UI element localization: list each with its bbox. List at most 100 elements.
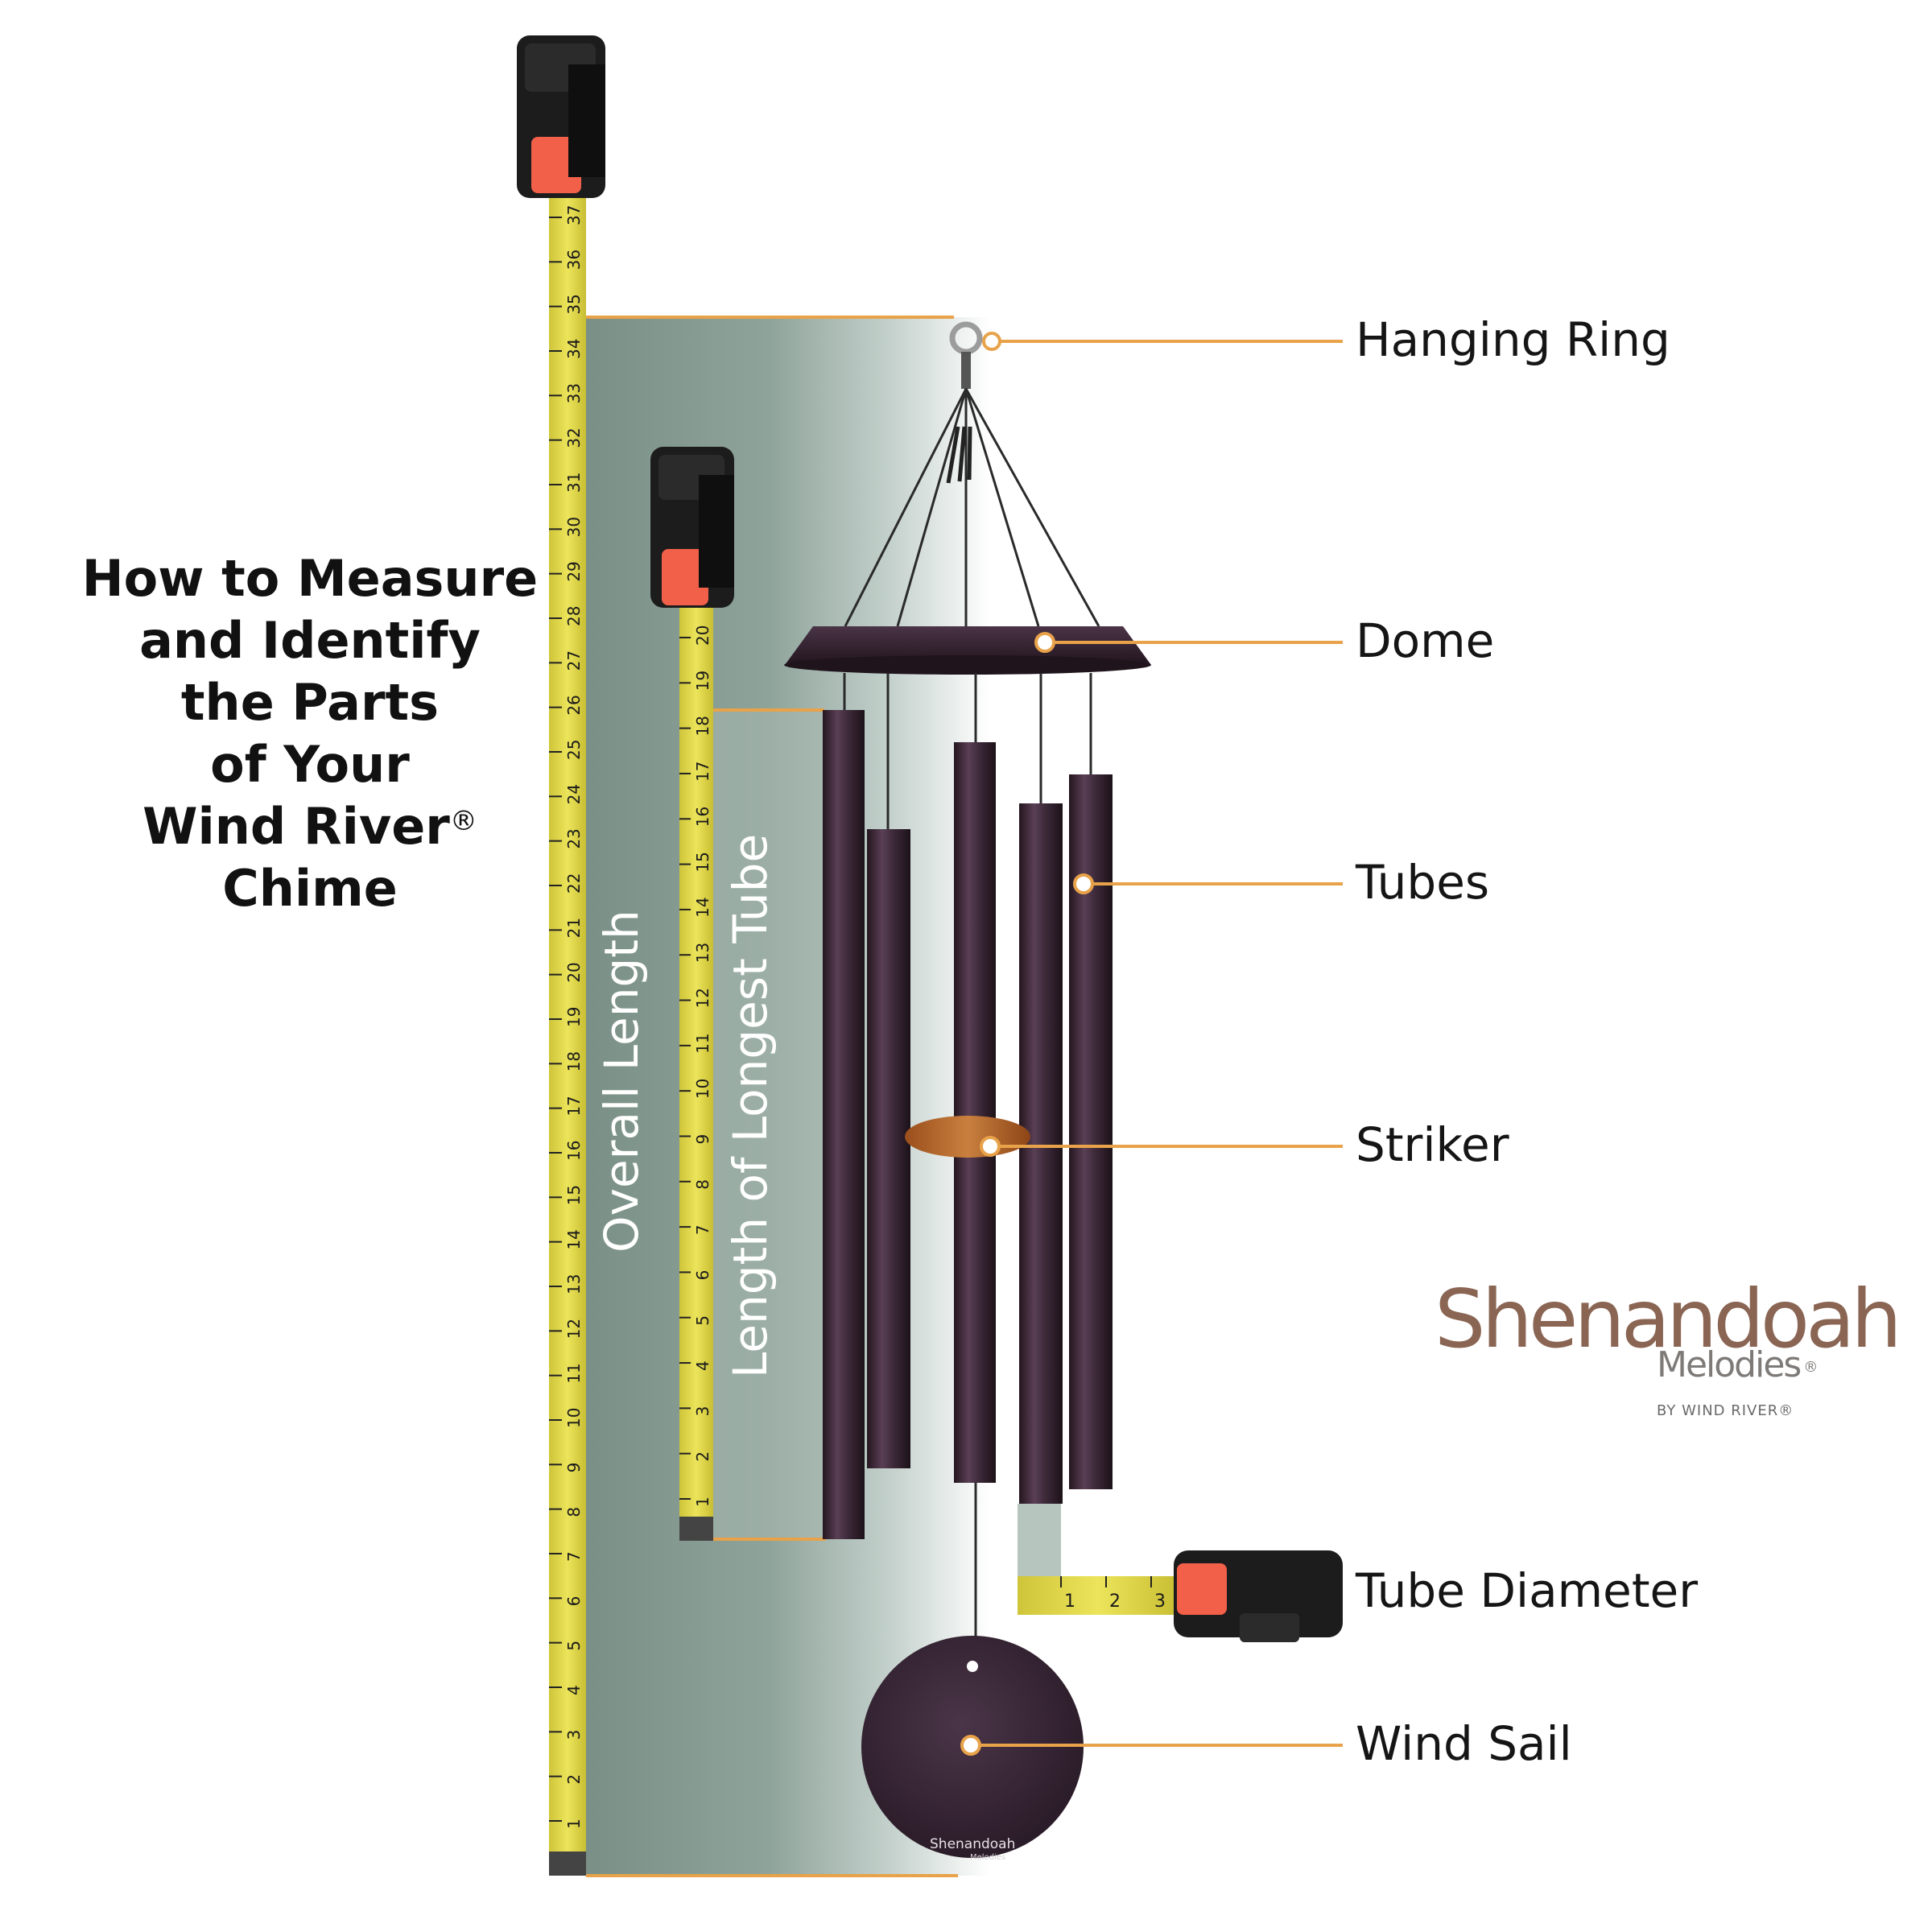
tape-tick-label: 21	[564, 918, 584, 938]
tape-tick-label: 1	[1064, 1591, 1075, 1612]
tape-tick-label: 22	[564, 873, 584, 894]
tall-tape-measure: 3736353433323130292827262524232221201918…	[517, 35, 605, 1876]
tape-tick-label: 7	[564, 1551, 584, 1562]
tube-diameter-label: Tube Diameter	[1356, 1563, 1699, 1618]
heading-line-5: Wind River®	[80, 795, 539, 857]
brand-reg-mark: ®	[1803, 1358, 1818, 1376]
heading-reg-mark: ®	[449, 805, 477, 837]
tape-tick-label: 2	[564, 1774, 584, 1785]
tape-tick-label: 10	[564, 1408, 584, 1428]
brand-by-line: BY WIND RIVER®	[1657, 1402, 1794, 1419]
tape-tick-label: 23	[564, 828, 584, 848]
tape-tick-label: 6	[564, 1596, 584, 1607]
tape-tick-label: 20	[693, 625, 712, 646]
tape-tick-label: 18	[693, 716, 712, 736]
tape-tick-label: 36	[564, 250, 584, 270]
tape-tick-label: 14	[564, 1229, 584, 1249]
overall-length-label: Overall Length	[594, 910, 649, 1253]
tape-tick-label: 9	[693, 1134, 712, 1145]
tape-tick-label: 15	[693, 852, 712, 872]
tape-tick-label: 3	[564, 1730, 584, 1740]
brand-logo-name: Shenandoah	[1435, 1272, 1902, 1366]
tube-diameter-band	[1018, 1504, 1061, 1579]
hanging-ring-label: Hanging Ring	[1356, 312, 1670, 367]
tape-tick-label: 31	[564, 473, 584, 493]
tape-tick-label: 8	[693, 1179, 712, 1190]
tape-tick-label: 1	[564, 1818, 584, 1829]
tape-tick-label: 25	[564, 740, 584, 760]
tape-tick-label: 29	[564, 561, 584, 581]
tape-tick-label: 8	[564, 1507, 584, 1517]
tape-tick-label: 13	[693, 943, 712, 963]
tape-tick-label: 14	[693, 897, 712, 917]
dome	[784, 626, 1151, 675]
tubes	[823, 710, 1113, 1539]
sail-logo-name: Shenandoah	[930, 1836, 1015, 1852]
hanging-assembly	[844, 321, 1100, 627]
heading-line-1: How to Measure	[81, 549, 539, 608]
short-tape-measure: 20 19 18 17 16 15 14 13 12 11 10 9 8 7 6 5 4 3 2 1	[650, 447, 734, 1541]
tape-tick-label: 27	[564, 650, 584, 671]
brand-sub-text: Melodies	[1657, 1344, 1802, 1385]
heading-line-5-text: Wind River	[142, 797, 450, 856]
tape-tick-label: 10	[693, 1079, 712, 1099]
tape-tick-label: 33	[564, 383, 584, 403]
tube-1	[823, 710, 865, 1539]
tape-tick-label: 4	[564, 1685, 584, 1695]
wind-sail-label: Wind Sail	[1356, 1716, 1572, 1771]
tube-4	[1019, 803, 1063, 1504]
tape-tick-label: 3	[693, 1406, 712, 1417]
tape-tick-label: 9	[564, 1463, 584, 1473]
tape-tick-label: 13	[564, 1274, 584, 1294]
tube-5	[1069, 774, 1113, 1489]
tape-tick-label: 1	[693, 1496, 712, 1507]
tape-tick-label: 5	[693, 1315, 712, 1326]
tube-3	[954, 742, 996, 1483]
tape-tick-label: 11	[693, 1033, 712, 1053]
tape-tick-label: 19	[693, 671, 712, 691]
tape-tick-label: 2	[1109, 1591, 1121, 1612]
tubes-label: Tubes	[1356, 855, 1490, 910]
tube-2	[867, 829, 910, 1468]
heading-line-3: the Parts	[180, 673, 440, 732]
tape-tick-label: 17	[564, 1096, 584, 1116]
heading-line-4: of Your	[210, 735, 410, 794]
tape-tick-label: 32	[564, 427, 584, 448]
heading-line-2: and Identify	[139, 611, 481, 670]
tape-tick-label: 19	[564, 1007, 584, 1027]
striker-label: Striker	[1356, 1117, 1509, 1172]
tape-tick-label: 4	[693, 1360, 712, 1371]
heading-line-6: Chime	[222, 859, 398, 918]
striker	[905, 1116, 1030, 1158]
tape-tick-label: 3	[1154, 1591, 1166, 1612]
tape-tick-label: 20	[564, 962, 584, 982]
tape-tick-label: 5	[564, 1641, 584, 1651]
tape-tick-label: 7	[693, 1224, 712, 1235]
leader-lines	[960, 332, 1343, 1756]
dome-label: Dome	[1356, 613, 1495, 668]
tape-tick-label: 12	[693, 988, 712, 1008]
tape-tick-label: 26	[564, 695, 584, 715]
tape-tick-label: 11	[564, 1363, 584, 1383]
tape-tick-label: 2	[693, 1451, 712, 1462]
tape-tick-label: 18	[564, 1051, 584, 1071]
tape-tick-label: 28	[564, 606, 584, 626]
brand-logo-sub: Melodies®	[1657, 1344, 1818, 1385]
tape-tick-label: 6	[693, 1270, 712, 1281]
diameter-tape-measure: 1 2 3	[1018, 1550, 1343, 1642]
tape-tick-label: 16	[564, 1141, 584, 1161]
tape-tick-label: 16	[693, 807, 712, 827]
tape-tick-label: 37	[564, 205, 584, 225]
tube-length-band	[713, 708, 826, 1539]
longest-tube-label: Length of Longest Tube	[723, 834, 778, 1378]
sail-logo-sub: Melodies	[970, 1853, 1005, 1862]
tape-tick-label: 24	[564, 784, 584, 804]
tape-tick-label: 30	[564, 517, 584, 537]
tape-tick-label: 12	[564, 1319, 584, 1339]
page-heading: How to Measure and Identify the Parts of…	[80, 547, 539, 919]
tube-strings	[843, 673, 1092, 1642]
tape-tick-label: 34	[564, 339, 584, 359]
tape-tick-label: 17	[693, 761, 712, 781]
tape-tick-label: 35	[564, 294, 584, 314]
